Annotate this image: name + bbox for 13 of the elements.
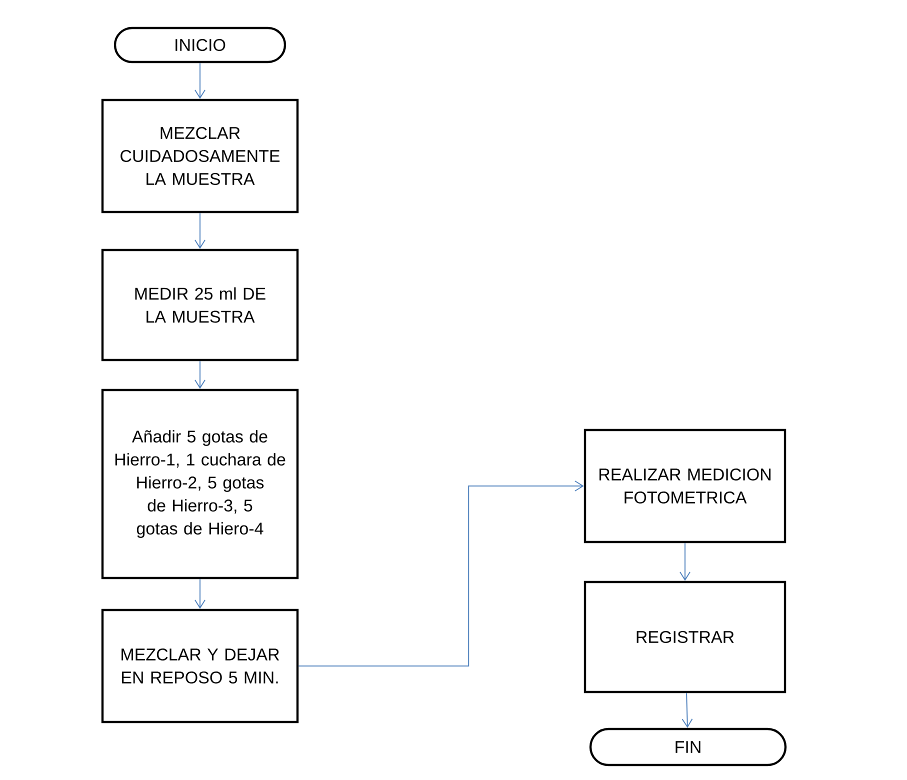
- process-box: REALIZAR MEDICION FOTOMETRICA: [584, 428, 786, 544]
- arrow: [194, 578, 206, 609]
- process-box: MEDIR 25 ml DE LA MUESTRA: [101, 248, 299, 362]
- arrow: [680, 542, 690, 581]
- arrow: [682, 692, 693, 728]
- arrow: [194, 212, 206, 249]
- arrow: [194, 360, 206, 389]
- process-box: MEZCLAR CUIDADOSAMENTE LA MUESTRA: [101, 98, 299, 214]
- arrow: [194, 62, 206, 99]
- arrow: [298, 480, 584, 666]
- process-box: Añadir 5 gotas de Hierro-1, 1 cuchara de Hierro-2, 5 gotas de Hierro-3, 5 gotas de Hiero-4: [101, 388, 299, 580]
- process-box: MEZCLAR Y DEJAR EN REPOSO 5 MIN.: [101, 608, 299, 724]
- process-box: REGISTRAR: [584, 580, 786, 694]
